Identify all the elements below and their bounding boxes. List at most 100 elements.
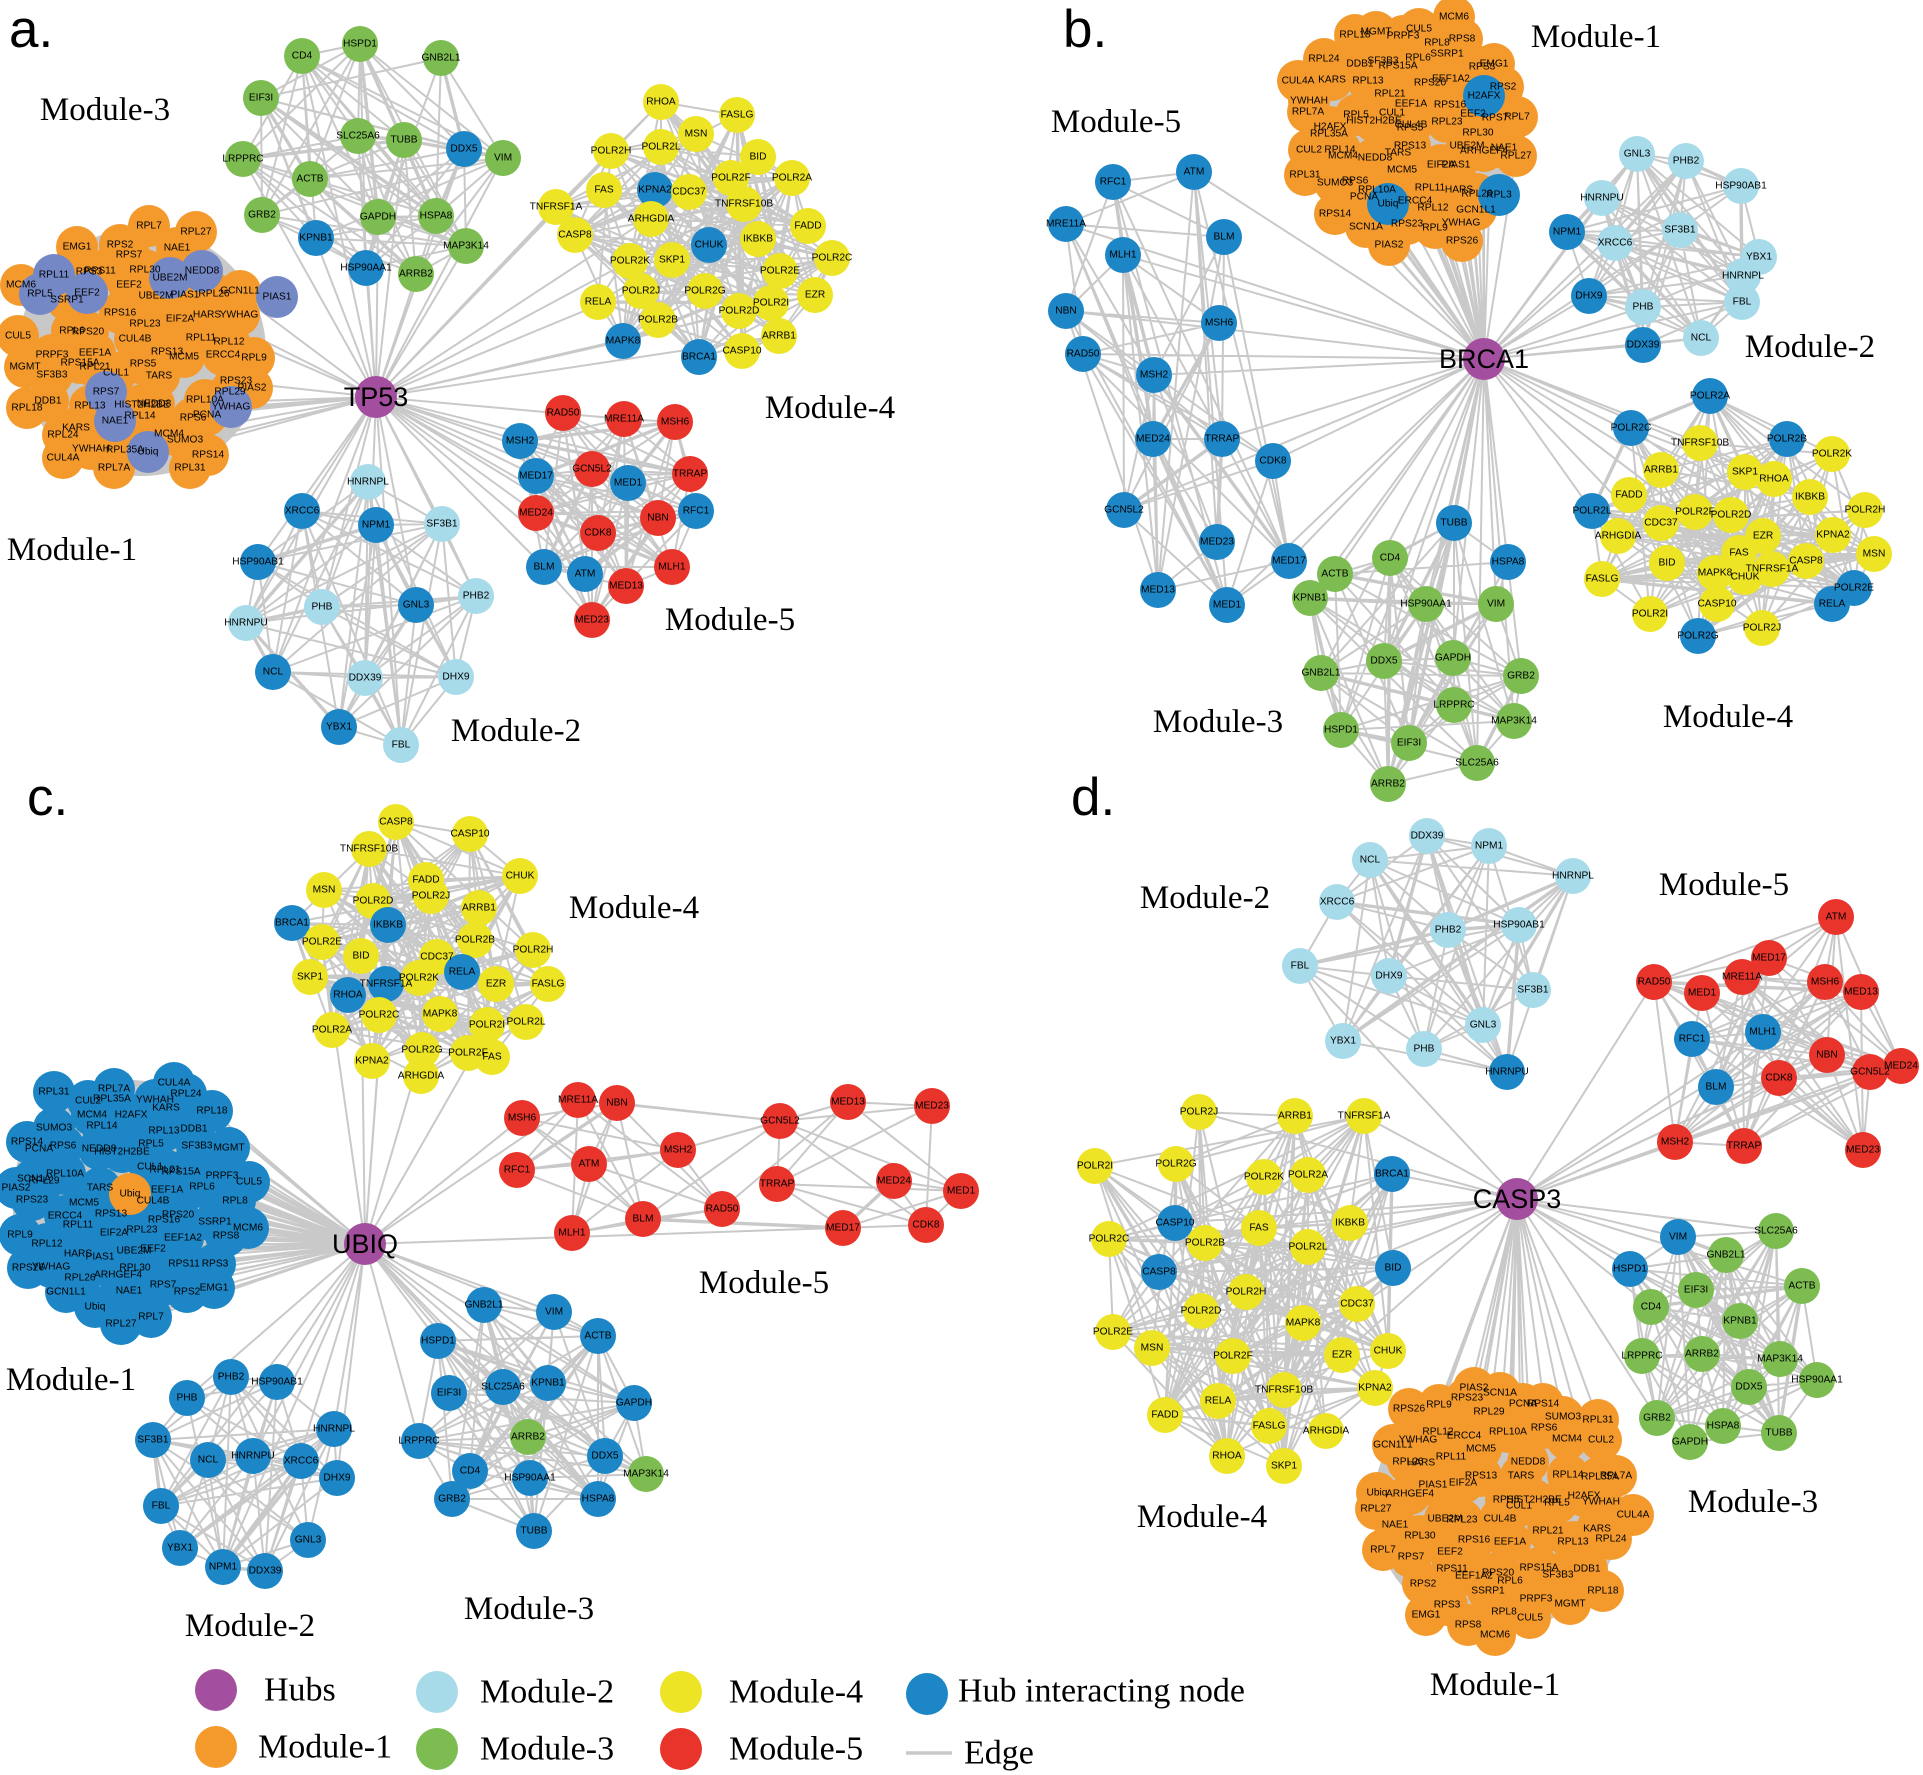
svg-text:POLR2I: POLR2I bbox=[469, 1020, 505, 1031]
svg-text:RFC1: RFC1 bbox=[1679, 1034, 1706, 1045]
svg-text:HIST2H2BE: HIST2H2BE bbox=[1346, 116, 1402, 127]
svg-text:HSPA8: HSPA8 bbox=[1707, 1421, 1740, 1432]
svg-text:MCM5: MCM5 bbox=[69, 1198, 99, 1209]
svg-text:RPL7A: RPL7A bbox=[1292, 107, 1324, 118]
svg-text:RPL30: RPL30 bbox=[129, 265, 160, 276]
svg-text:RPL10A: RPL10A bbox=[1358, 185, 1396, 196]
svg-text:MSN: MSN bbox=[1141, 1343, 1164, 1354]
svg-text:CASP8: CASP8 bbox=[379, 817, 413, 828]
svg-text:ERCC4: ERCC4 bbox=[1398, 196, 1433, 207]
svg-text:RHOA: RHOA bbox=[333, 990, 363, 1001]
svg-text:RPS14: RPS14 bbox=[1527, 1399, 1560, 1410]
svg-text:HNRNPU: HNRNPU bbox=[1485, 1067, 1529, 1078]
svg-text:c.: c. bbox=[27, 768, 68, 827]
svg-text:RFC1: RFC1 bbox=[1100, 177, 1127, 188]
svg-text:YWHAG: YWHAG bbox=[1442, 218, 1481, 229]
svg-text:RPL7: RPL7 bbox=[1370, 1545, 1396, 1556]
svg-text:EIF2A: EIF2A bbox=[1449, 1478, 1478, 1489]
svg-text:CUL2: CUL2 bbox=[75, 1096, 101, 1107]
svg-text:EMG1: EMG1 bbox=[200, 1283, 229, 1294]
svg-text:NBN: NBN bbox=[647, 513, 669, 524]
svg-text:IKBKB: IKBKB bbox=[1795, 492, 1825, 503]
svg-text:Module-2: Module-2 bbox=[1745, 329, 1875, 365]
svg-text:FAS: FAS bbox=[1249, 1223, 1268, 1234]
svg-text:GAPDH: GAPDH bbox=[616, 1398, 652, 1409]
svg-text:BRCA1: BRCA1 bbox=[275, 918, 309, 929]
svg-text:Ubiq: Ubiq bbox=[1367, 1488, 1388, 1499]
svg-text:NCL: NCL bbox=[198, 1455, 219, 1466]
svg-text:HSP90AA1: HSP90AA1 bbox=[1400, 599, 1452, 610]
svg-text:BID: BID bbox=[353, 951, 370, 962]
svg-text:PCNA: PCNA bbox=[193, 410, 222, 421]
svg-text:KARS: KARS bbox=[152, 1103, 180, 1114]
svg-text:HSP90AA1: HSP90AA1 bbox=[1791, 1375, 1843, 1386]
svg-text:TARS: TARS bbox=[1385, 148, 1412, 159]
svg-text:a.: a. bbox=[9, 0, 53, 59]
svg-text:MRE11A: MRE11A bbox=[558, 1095, 598, 1106]
svg-text:KPNB1: KPNB1 bbox=[531, 1378, 565, 1389]
svg-text:Module-4: Module-4 bbox=[1663, 699, 1793, 735]
svg-text:PRPF3: PRPF3 bbox=[1387, 31, 1420, 42]
svg-text:FADD: FADD bbox=[1615, 490, 1642, 501]
svg-text:CUL4B: CUL4B bbox=[1395, 120, 1428, 131]
svg-text:GNL3: GNL3 bbox=[1624, 149, 1651, 160]
svg-text:CASP3: CASP3 bbox=[1473, 1184, 1562, 1214]
svg-text:PHB: PHB bbox=[1633, 302, 1654, 313]
svg-text:MAPK8: MAPK8 bbox=[606, 336, 641, 347]
svg-text:SF3B1: SF3B1 bbox=[1664, 225, 1695, 236]
svg-text:RPS20: RPS20 bbox=[162, 1210, 195, 1221]
svg-text:MRE11A: MRE11A bbox=[1722, 972, 1762, 983]
svg-text:CASP8: CASP8 bbox=[1142, 1267, 1176, 1278]
svg-text:SKP1: SKP1 bbox=[659, 255, 685, 266]
svg-text:VIM: VIM bbox=[1487, 599, 1505, 610]
svg-text:CD4: CD4 bbox=[1380, 553, 1401, 564]
svg-text:RPL10A: RPL10A bbox=[186, 395, 224, 406]
svg-text:RPL14: RPL14 bbox=[124, 411, 155, 422]
svg-text:MGMT: MGMT bbox=[9, 362, 40, 373]
svg-text:RPS20: RPS20 bbox=[1482, 1568, 1515, 1579]
svg-text:HSPD1: HSPD1 bbox=[1324, 725, 1358, 736]
svg-text:RPL9: RPL9 bbox=[1426, 1400, 1452, 1411]
svg-text:RPS26: RPS26 bbox=[1393, 1404, 1426, 1415]
svg-text:POLR2K: POLR2K bbox=[399, 973, 439, 984]
svg-text:RPS15A: RPS15A bbox=[60, 358, 99, 369]
svg-text:POLR2A: POLR2A bbox=[1690, 391, 1730, 402]
svg-text:UBIQ: UBIQ bbox=[332, 1229, 398, 1259]
svg-text:EEF2: EEF2 bbox=[140, 1244, 166, 1255]
svg-text:ARHGDIA: ARHGDIA bbox=[398, 1071, 445, 1082]
svg-text:DDB1: DDB1 bbox=[1573, 1564, 1601, 1575]
svg-text:RPS7: RPS7 bbox=[116, 250, 143, 261]
svg-text:LRPPRC: LRPPRC bbox=[222, 154, 263, 165]
svg-text:MSH2: MSH2 bbox=[664, 1145, 693, 1156]
svg-text:RPL18: RPL18 bbox=[11, 403, 42, 414]
svg-text:TRRAP: TRRAP bbox=[1727, 1141, 1762, 1152]
svg-text:POLR2H: POLR2H bbox=[1226, 1287, 1267, 1298]
svg-text:MRE11A: MRE11A bbox=[1046, 219, 1086, 230]
svg-text:RPL7A: RPL7A bbox=[1600, 1471, 1632, 1482]
svg-text:CASP8: CASP8 bbox=[1789, 556, 1823, 567]
svg-text:RPL13: RPL13 bbox=[148, 1126, 179, 1137]
svg-text:RAD50: RAD50 bbox=[547, 408, 580, 419]
svg-text:BID: BID bbox=[750, 152, 767, 163]
svg-text:PIAS2: PIAS2 bbox=[238, 383, 267, 394]
svg-text:RPS2: RPS2 bbox=[107, 240, 134, 251]
svg-text:YBX1: YBX1 bbox=[167, 1543, 193, 1554]
svg-text:ACTB: ACTB bbox=[1788, 1281, 1815, 1292]
svg-text:RPL35A: RPL35A bbox=[106, 445, 144, 456]
svg-text:EMG1: EMG1 bbox=[1480, 59, 1509, 70]
svg-text:RPS11: RPS11 bbox=[84, 266, 116, 277]
svg-text:ARHGEF4: ARHGEF4 bbox=[1386, 1489, 1434, 1500]
svg-text:SUMO3: SUMO3 bbox=[1317, 178, 1354, 189]
svg-text:RPL11: RPL11 bbox=[63, 1220, 94, 1231]
svg-text:DDB1: DDB1 bbox=[34, 396, 62, 407]
svg-text:CUL2: CUL2 bbox=[1296, 145, 1322, 156]
svg-text:GCN1L1: GCN1L1 bbox=[46, 1287, 86, 1298]
svg-text:POLR2D: POLR2D bbox=[1711, 510, 1752, 521]
svg-text:IKBKB: IKBKB bbox=[743, 234, 773, 245]
svg-text:Module-5: Module-5 bbox=[665, 602, 795, 638]
svg-text:RPL12: RPL12 bbox=[1422, 1427, 1453, 1438]
svg-text:PRPF3: PRPF3 bbox=[206, 1171, 239, 1182]
svg-text:ARRB2: ARRB2 bbox=[399, 269, 433, 280]
svg-text:PIAS1: PIAS1 bbox=[171, 290, 200, 301]
svg-text:SF3B1: SF3B1 bbox=[1517, 985, 1548, 996]
